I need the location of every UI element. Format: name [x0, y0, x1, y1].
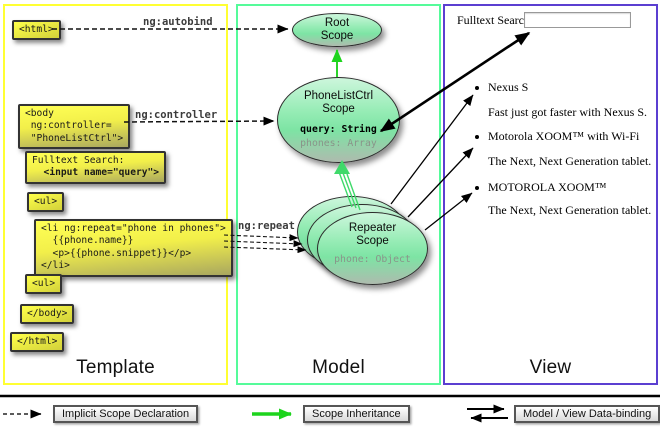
bullet-icon [475, 186, 479, 190]
repeater-scope-ellipse: Repeater Scope phone: Object [317, 212, 428, 285]
root-scope-ellipse: Root Scope [292, 13, 382, 47]
view-item-desc: The Next, Next Generation tablet. [488, 154, 652, 168]
body-open-tag-box: <body ng:controller= "PhoneListCtrl"> [18, 104, 131, 150]
ng-controller-label: ng:controller [135, 109, 218, 121]
view-search-input[interactable] [524, 12, 631, 28]
repeater-scope-title: Repeater Scope [348, 222, 397, 248]
phonelistctrl-scope-ellipse: PhoneListCtrl Scope query: String phones… [277, 77, 400, 163]
legend-data-binding-box: Model / View Data-binding [514, 405, 660, 423]
view-fulltext-search-label: Fulltext Search: [457, 13, 534, 27]
view-item-desc: Fast just got faster with Nexus S. [488, 105, 647, 119]
view-column-label: View [529, 357, 572, 378]
bullet-icon [475, 135, 479, 139]
li-repeat-code-box: <li ng:repeat="phone in phones"> {{phone… [34, 219, 233, 277]
legend-implicit-scope-box: Implicit Scope Declaration [53, 405, 199, 423]
html-open-tag-box: <html> [12, 20, 61, 41]
view-item-title: Nexus S [488, 80, 529, 94]
ng-repeat-label: ng:repeat [238, 220, 295, 232]
root-scope-title: Root Scope [320, 16, 354, 42]
legend-scope-inheritance-box: Scope Inheritance [303, 405, 410, 423]
view-item-desc: The Next, Next Generation tablet. [488, 203, 652, 217]
phone-object-prop: phone: Object [334, 254, 411, 266]
ng-autobind-label: ng:autobind [143, 16, 213, 28]
phones-array-prop: phones: Array [300, 137, 377, 149]
model-column [236, 4, 441, 385]
template-column-label: Template [76, 357, 155, 378]
fulltext-code-label: Fulltext Search: [32, 155, 125, 166]
ul-close-tag-box: <ul> [25, 274, 63, 295]
query-string-prop: query: String [300, 124, 377, 136]
ul-open-tag-box: <ul> [27, 192, 65, 213]
phonelistctrl-scope-title: PhoneListCtrl Scope [303, 90, 374, 116]
view-item-title: MOTOROLA XOOM™ [488, 180, 607, 194]
body-close-tag-box: </body> [20, 304, 75, 325]
bullet-icon [475, 86, 479, 90]
fulltext-code-input: <input name="query"> [32, 167, 160, 179]
view-item-title: Motorola XOOM™ with Wi-Fi [488, 129, 640, 143]
html-close-tag-box: </html> [10, 332, 65, 353]
model-column-label: Model [312, 357, 365, 378]
fulltext-search-code-box: Fulltext Search: <input name="query"> [25, 151, 167, 184]
